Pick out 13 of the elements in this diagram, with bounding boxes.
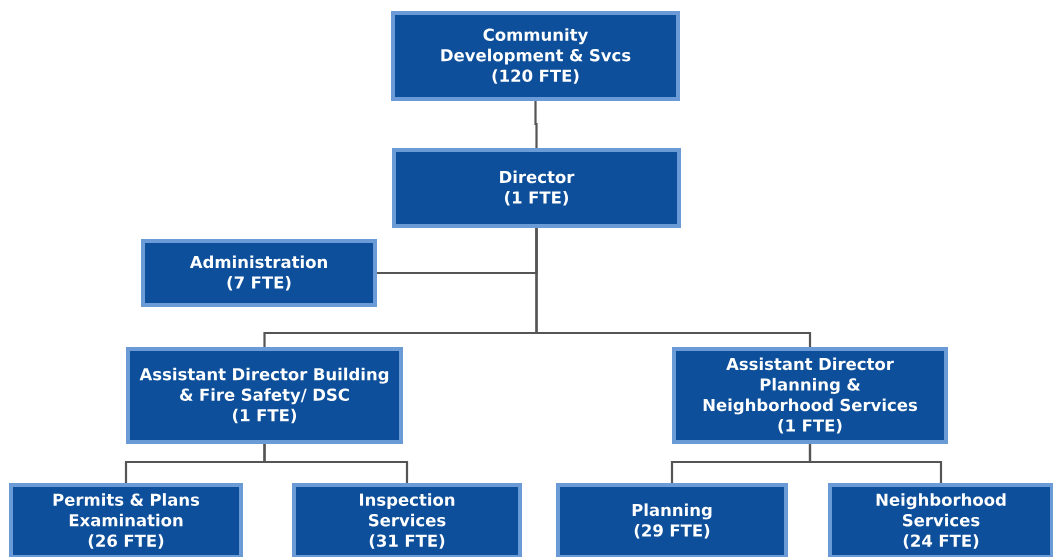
connector-line [263,444,409,483]
org-box: Neighborhood Services (24 FTE) [828,483,1053,557]
org-box: Director (1 FTE) [392,148,681,228]
org-box: Administration (7 FTE) [141,239,377,307]
org-box: Inspection Services (31 FTE) [292,483,522,557]
org-box: Community Development & Svcs (120 FTE) [391,11,680,101]
connector-line [535,228,812,347]
org-box: Permits & Plans Examination (26 FTE) [9,483,243,557]
connector-line [808,444,943,483]
connector-line [534,101,538,148]
org-box: Planning (29 FTE) [556,483,788,557]
org-box: Assistant Director Planning & Neighborhood Services (1 FTE) [672,347,948,444]
org-box: Assistant Director Building & Fire Safety/ DSC (1 FTE) [126,347,403,444]
